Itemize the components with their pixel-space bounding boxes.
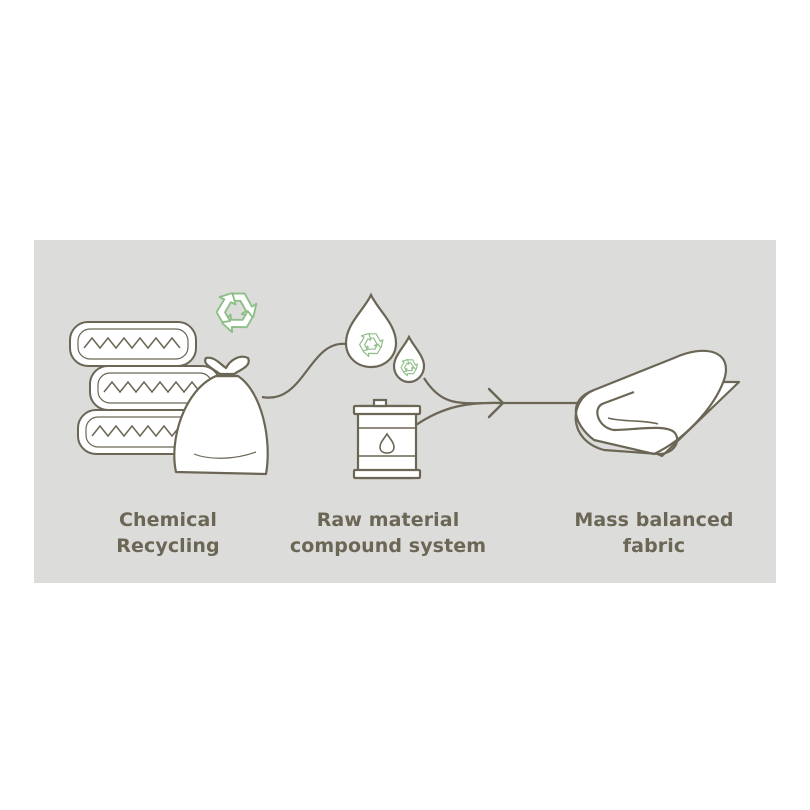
rolled-fabric-icon — [574, 349, 741, 458]
process-diagram-panel: Chemical Recycling Raw material compound… — [34, 240, 776, 583]
recycle-icon — [209, 289, 258, 339]
oil-barrel-icon — [352, 398, 422, 480]
label-line-1: Chemical — [118, 509, 218, 531]
label-line-2: compound system — [289, 535, 487, 557]
label-mass-balanced-fabric: Mass balanced fabric — [554, 507, 754, 559]
flow-lines — [261, 342, 582, 426]
waste-bag-icon — [173, 355, 269, 476]
label-line-2: fabric — [622, 535, 686, 557]
droplet-recycle-icon — [344, 292, 398, 369]
label-line-1: Mass balanced — [574, 509, 734, 531]
label-line-1: Raw material — [316, 509, 460, 531]
arrow-icon — [487, 387, 505, 419]
flow-line-barrel-to-arrow — [415, 401, 503, 426]
flow-line-bag-to-drop — [261, 342, 347, 399]
label-line-2: Recycling — [116, 535, 220, 557]
label-chemical-recycling: Chemical Recycling — [98, 507, 238, 559]
process-diagram-art — [69, 289, 741, 480]
label-raw-material: Raw material compound system — [278, 507, 498, 559]
tire-top — [69, 321, 197, 367]
droplet-small-recycle-icon — [392, 334, 426, 384]
